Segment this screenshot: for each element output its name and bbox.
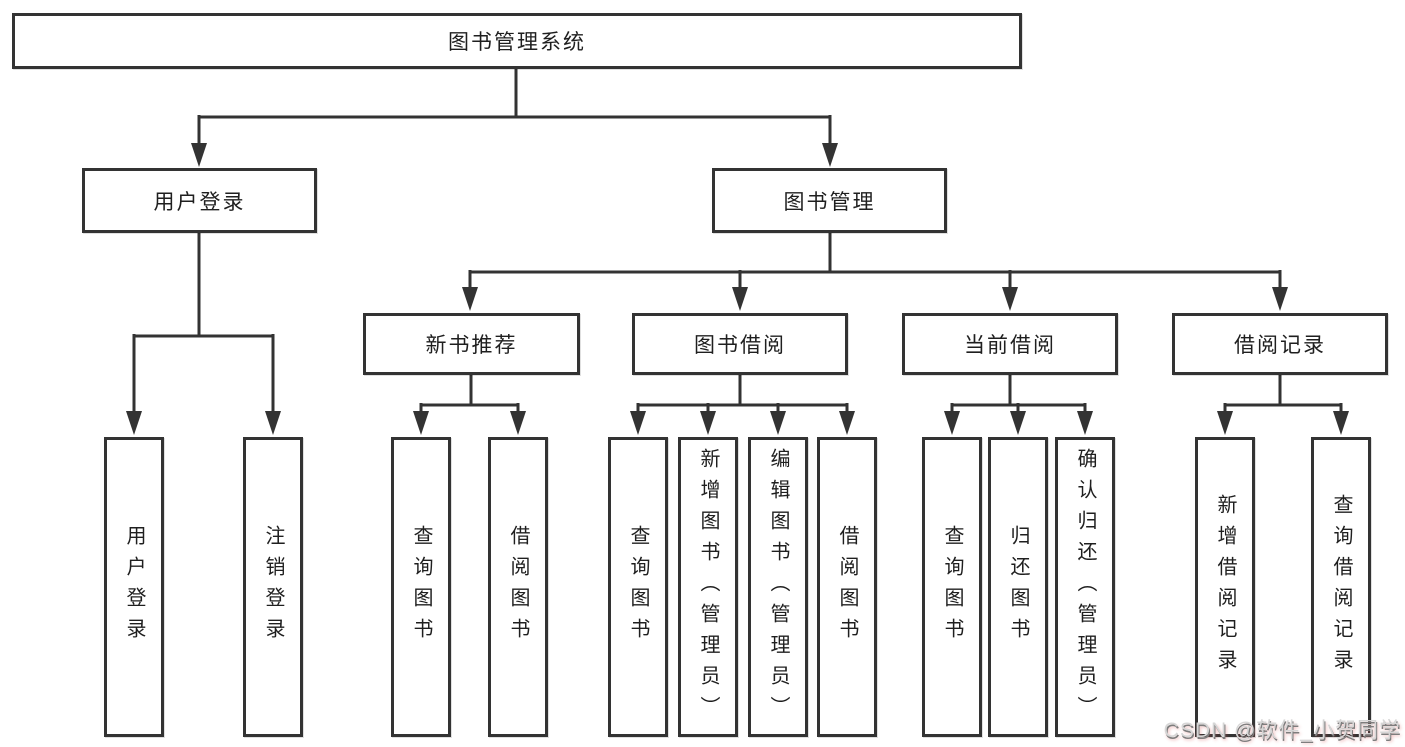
leaf-query-borrow-record: 查询借阅记录	[1311, 437, 1371, 737]
node-user-login: 用户登录	[82, 168, 317, 233]
node-current-borrowing: 当前借阅	[902, 313, 1118, 375]
leaf-add-borrow-record: 新增借阅记录	[1195, 437, 1255, 737]
arrowheads	[126, 143, 1349, 435]
leaf-query-books-recommend: 查询图书	[391, 437, 451, 737]
node-borrowing-records: 借阅记录	[1172, 313, 1388, 375]
leaf-logout: 注销登录	[243, 437, 303, 737]
leaf-borrow-books: 借阅图书	[817, 437, 877, 737]
leaf-query-books-current: 查询图书	[922, 437, 982, 737]
leaf-add-books-admin: 新增图书（管理员）	[678, 437, 738, 737]
leaf-user-login: 用户登录	[104, 437, 164, 737]
leaf-query-books-borrow: 查询图书	[608, 437, 668, 737]
leaf-borrow-books-recommend: 借阅图书	[488, 437, 548, 737]
leaf-return-books: 归还图书	[988, 437, 1048, 737]
node-book-management: 图书管理	[712, 168, 947, 233]
node-book-borrowing: 图书借阅	[632, 313, 848, 375]
watermark: CSDN @软件_小贺同学	[1163, 719, 1401, 742]
node-new-book-recommendation: 新书推荐	[363, 313, 580, 375]
node-system-root: 图书管理系统	[12, 13, 1022, 69]
leaf-confirm-return-admin: 确认归还（管理员）	[1055, 437, 1115, 737]
leaf-edit-books-admin: 编辑图书（管理员）	[748, 437, 808, 737]
